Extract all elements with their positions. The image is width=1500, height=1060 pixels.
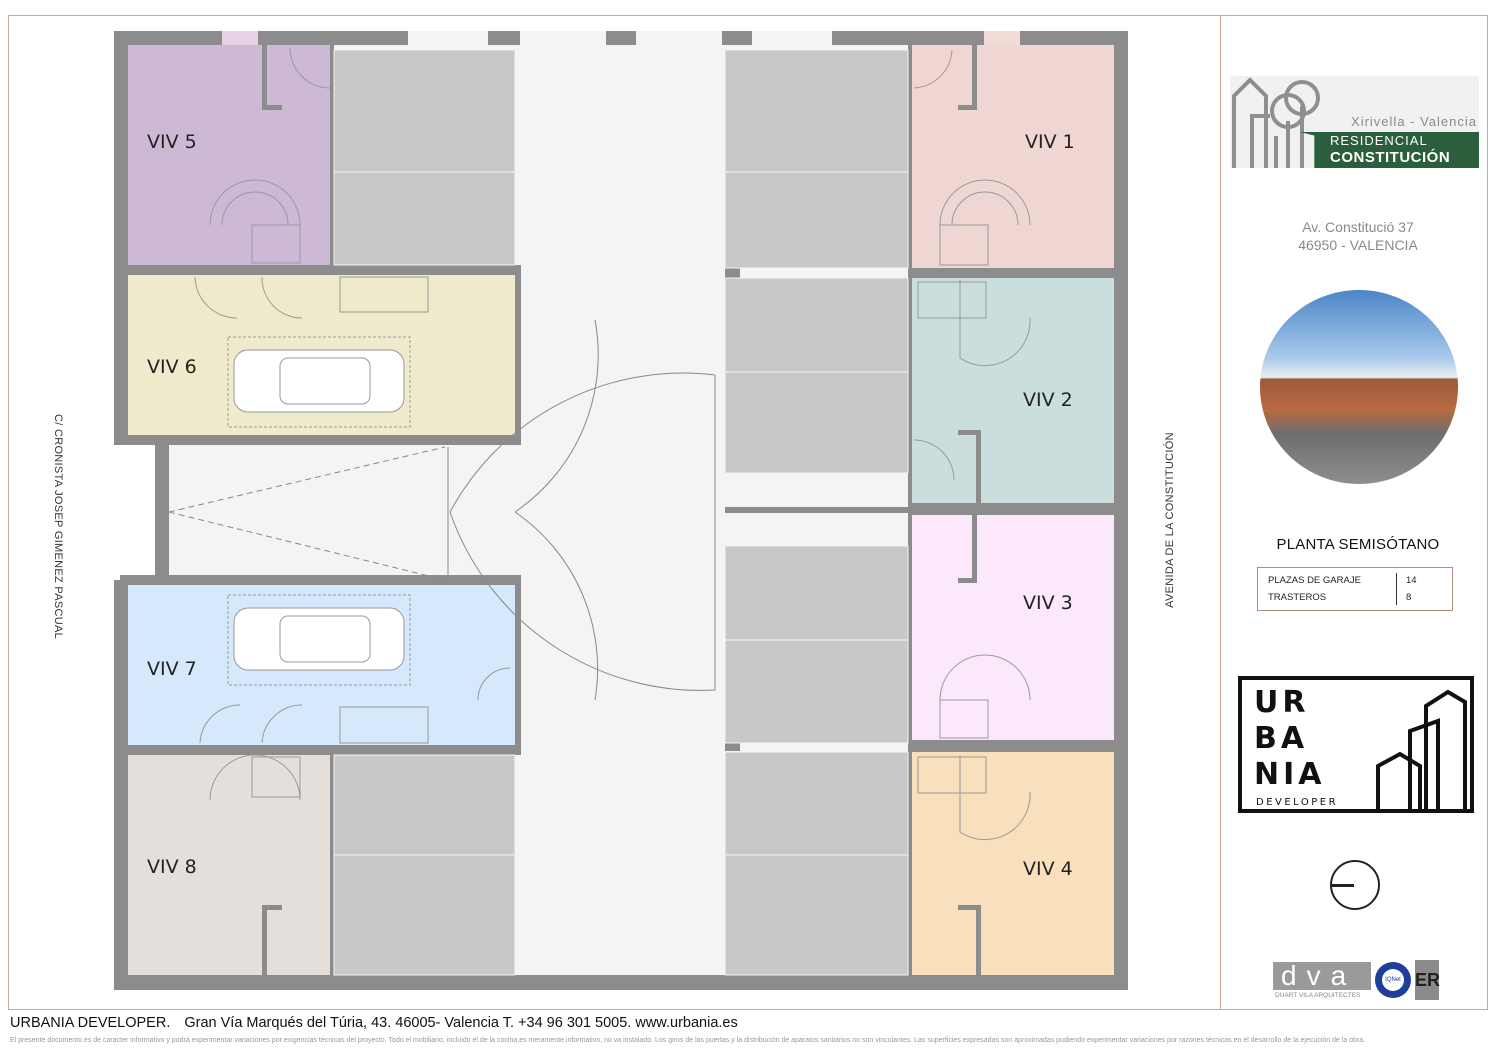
north-arrow-icon: [1330, 860, 1380, 910]
unit-viv1[interactable]: [912, 45, 1114, 268]
unit-viv8[interactable]: [128, 755, 330, 975]
unit-label-viv1: VIV 1: [1025, 131, 1075, 153]
interior-walls: [120, 45, 1118, 975]
urbania-line-2: BA: [1254, 721, 1308, 756]
parking-space: [724, 751, 909, 856]
spiral-stair: [209, 754, 301, 801]
sheet-frame: [8, 15, 1488, 1010]
parking-space: [333, 171, 516, 266]
street-opening: [114, 445, 156, 580]
building-render-photo: [1260, 290, 1458, 484]
footer-disclaimer: El presente documento es de caracter inf…: [10, 1037, 1366, 1044]
brand-city: Xirivella - Valencia: [1351, 114, 1477, 129]
parking-space: [724, 277, 909, 373]
address-line1: Av. Constitució 37: [1302, 219, 1414, 235]
stairs-and-doors: [194, 47, 1031, 841]
spiral-stair: [959, 755, 1031, 841]
gate-swing-arcs: [168, 319, 716, 701]
dva-name: DUART VILA ARQUITECTES: [1275, 992, 1361, 999]
spiral-stair: [939, 654, 1031, 701]
buildings-icon: [1376, 689, 1467, 811]
parking-space: [724, 639, 909, 744]
stats-divider: [1396, 573, 1397, 605]
stats-value: 8: [1406, 592, 1412, 603]
unit-label-viv3: VIV 3: [1023, 592, 1073, 614]
parking-space: [724, 854, 909, 976]
footer-company: URBANIA DEVELOPER.: [10, 1015, 171, 1031]
parking-space: [333, 754, 516, 856]
footer-address: Gran Vía Marqués del Túria, 43. 46005- V…: [184, 1015, 738, 1031]
urbania-line-1: UR: [1254, 685, 1309, 720]
panel-divider: [1220, 15, 1221, 1010]
footer-contact: URBANIA DEVELOPER. Gran Vía Marqués del T…: [10, 1015, 752, 1032]
brand-line1: RESIDENCIAL: [1330, 133, 1428, 148]
parking-space: [333, 854, 516, 976]
floor-plan: VIV 5 VIV 6 VIV 7 VIV 8 VIV 1 VIV 2 VIV …: [114, 31, 1128, 990]
car-icon: [227, 594, 411, 686]
spiral-stair: [939, 179, 1031, 226]
stats-label: TRASTEROS: [1268, 592, 1327, 603]
dva-architects-logo: dva DUART VILA ARQUITECTES: [1273, 960, 1371, 999]
unit-label-viv8: VIV 8: [147, 856, 197, 878]
project-address: Av. Constitució 37 46950 - VALENCIA: [1240, 218, 1476, 254]
iqnet-certification-icon: IQNet: [1375, 962, 1411, 998]
urbania-sub: DEVELOPER: [1256, 797, 1338, 808]
unit-label-viv2: VIV 2: [1023, 389, 1073, 411]
gate-wall: [155, 440, 169, 585]
unit-viv2[interactable]: [912, 278, 1114, 503]
parking-space: [724, 545, 909, 641]
parking-space: [333, 49, 516, 173]
unit-label-viv4: VIV 4: [1023, 858, 1073, 880]
unit-viv4[interactable]: [912, 752, 1114, 975]
unit-label-viv6: VIV 6: [147, 356, 197, 378]
parking-space: [724, 171, 909, 269]
unit-label-viv7: VIV 7: [147, 658, 197, 680]
iqnet-text: IQNet: [1382, 969, 1404, 991]
unit-viv3[interactable]: [912, 515, 1114, 740]
plan-title: PLANTA SEMISÓTANO: [1276, 536, 1440, 553]
parking-space: [724, 49, 909, 173]
building-tree-icon: [1232, 77, 1320, 168]
spiral-stair: [209, 179, 301, 226]
residencial-logo: Xirivella - Valencia RESIDENCIAL CONSTIT…: [1230, 76, 1479, 168]
stats-table: PLAZAS DE GARAJE 14 TRASTEROS 8: [1257, 567, 1453, 611]
unit-label-viv5: VIV 5: [147, 131, 197, 153]
car-icon: [227, 336, 411, 428]
windows: [222, 31, 1020, 45]
street-label-left: C/ CRONISTA JOSEP GIMENEZ PASCUAL: [52, 414, 64, 640]
brand-band: [1300, 132, 1479, 168]
parking-space: [724, 371, 909, 474]
urbania-logo: UR BA NIA DEVELOPER: [1238, 676, 1474, 813]
dva-letters: dva: [1281, 960, 1357, 991]
stats-label: PLAZAS DE GARAJE: [1268, 575, 1361, 586]
stair-flight: [339, 706, 429, 744]
brand-line2: CONSTITUCIÓN: [1330, 149, 1451, 166]
aenor-er-icon: ER: [1415, 960, 1440, 1000]
urbania-line-3: NIA: [1254, 757, 1326, 792]
address-line2: 46950 - VALENCIA: [1298, 237, 1418, 253]
street-label-right: AVENIDA DE LA CONSTITUCIÓN: [1164, 432, 1176, 608]
access-ramp: [169, 447, 515, 580]
stats-value: 14: [1406, 575, 1417, 586]
spiral-stair: [959, 280, 1031, 367]
unit-viv5[interactable]: [128, 45, 330, 265]
stair-flight: [339, 276, 429, 313]
